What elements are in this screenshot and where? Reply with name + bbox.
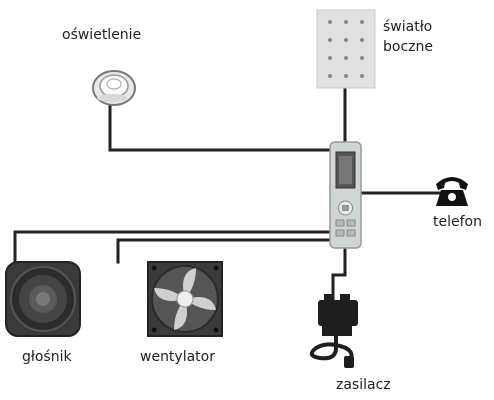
side-light-panel-icon xyxy=(316,9,376,89)
label-phone: telefon xyxy=(433,214,482,230)
speaker-icon xyxy=(5,261,81,337)
label-fan: wentylator xyxy=(140,349,215,365)
telephone-icon xyxy=(436,177,468,206)
control-panel-icon xyxy=(329,141,362,249)
label-side-light-2: boczne xyxy=(383,39,433,55)
wire-speaker xyxy=(13,230,332,264)
label-speaker: głośnik xyxy=(22,349,72,365)
wire-power-supply xyxy=(331,246,347,302)
ceiling-light-icon xyxy=(92,70,136,106)
power-supply-icon xyxy=(309,294,358,368)
label-side-light-1: światło xyxy=(383,19,433,35)
wires xyxy=(13,86,444,302)
fan-icon xyxy=(147,261,223,337)
label-power-supply: zasilacz xyxy=(336,377,391,393)
label-lighting: oświetlenie xyxy=(62,27,142,43)
wire-fan xyxy=(116,238,332,264)
wire-lighting xyxy=(108,105,332,152)
